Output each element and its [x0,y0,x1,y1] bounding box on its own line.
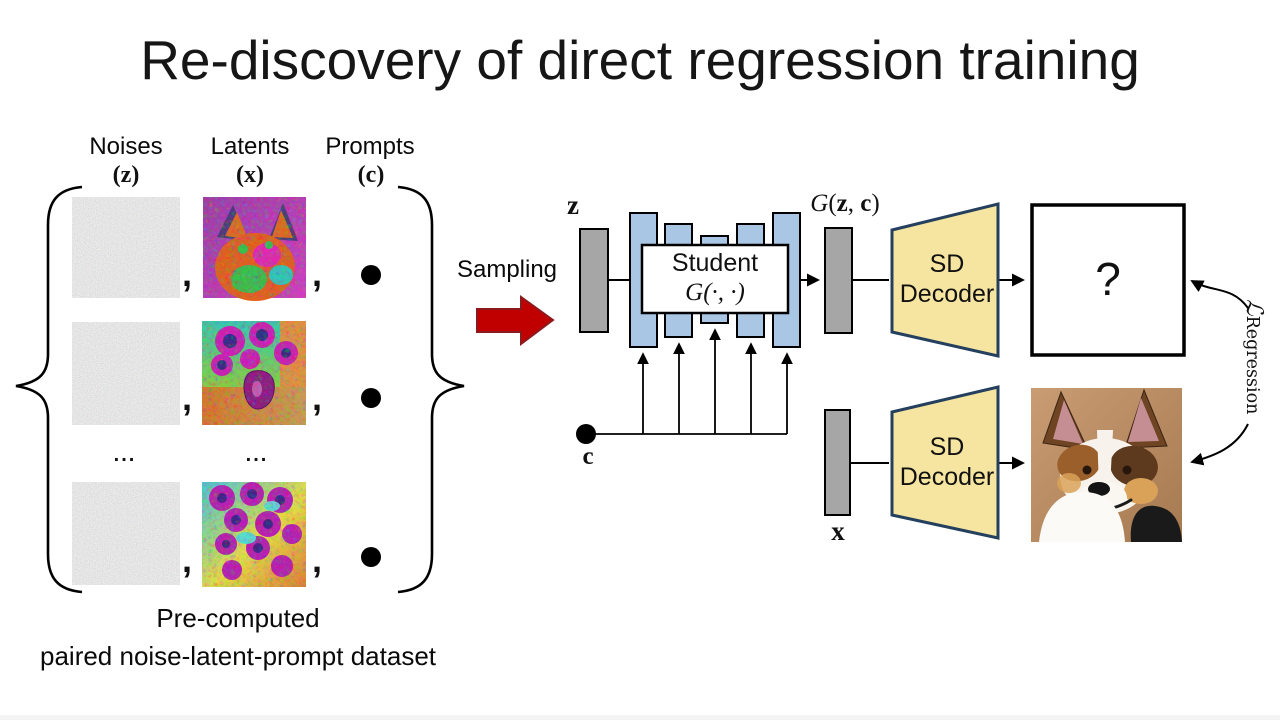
regression-loss-label: ℒRegression [1241,299,1267,415]
sd-decoder-bottom-label-line2: Decoder [899,463,995,491]
corgi-output-image [1031,388,1182,542]
prompt-conditioning-arrows [595,328,793,435]
slide-title: Re-discovery of direct regression traini… [140,29,1140,91]
prompt-c-dot-icon [576,424,596,444]
separator-comma: , [312,253,323,294]
student-name-label: Student [671,249,759,277]
separator-comma: , [182,253,193,294]
separator-comma: , [182,539,193,580]
dataset-brace-right-icon [397,185,465,594]
column-symbol-c: (c) [357,162,385,188]
z-symbol-label: z [567,190,579,220]
loss-curved-arrows [1190,280,1249,466]
ellipsis-noises: ... [113,444,137,466]
tensor-gzc-bar [824,227,853,334]
column-header-noises: Noises [89,133,163,160]
x-symbol-label: x [831,516,845,546]
unknown-output-question-mark: ? [1095,253,1121,305]
separator-comma: , [312,539,323,580]
sampling-arrow-icon [476,295,555,346]
sd-decoder-top-label-line1: SD [929,250,965,278]
student-fn-label: G(·, ·) [685,279,745,306]
column-symbol-z: (z) [112,162,140,188]
sd-decoder-bottom-shape [890,385,1000,540]
prompt-dot-icon-row2 [361,388,381,408]
unknown-output-box [1030,203,1186,357]
sd-decoder-bottom-label-line1: SD [929,433,965,461]
generator-output-label: G(z, c) [810,190,880,217]
separator-comma: , [312,377,323,418]
latent-image-vase [202,321,306,425]
noise-image-row3 [72,482,180,585]
student-label-box [640,243,790,315]
latent-image-flowers [202,482,306,587]
ellipsis-latents: ... [245,444,269,466]
tensor-x-bar [824,409,851,516]
sd-decoder-top-label-line2: Decoder [899,280,995,308]
column-header-prompts: Prompts [325,133,415,160]
sampling-label: Sampling [456,256,558,283]
tensor-z-bar [579,228,609,333]
column-header-latents: Latents [210,133,290,160]
dataset-caption-line2: paired noise-latent-prompt dataset [39,641,437,671]
bottom-edge-artifact [0,715,1280,720]
prompt-dot-icon-row3 [361,547,381,567]
dataset-caption-line1: Pre-computed [156,603,320,633]
prompt-dot-icon-row1 [361,265,381,285]
dataset-brace-left-icon [15,185,83,594]
column-symbol-x: (x) [236,162,264,188]
noise-image-row1 [72,197,180,298]
latent-image-corgi [203,197,306,301]
pipeline-connectors [608,273,1025,470]
sd-decoder-top-shape [890,202,1000,358]
separator-comma: , [182,377,193,418]
noise-image-row2 [72,322,180,425]
c-symbol-label: c [582,443,594,470]
